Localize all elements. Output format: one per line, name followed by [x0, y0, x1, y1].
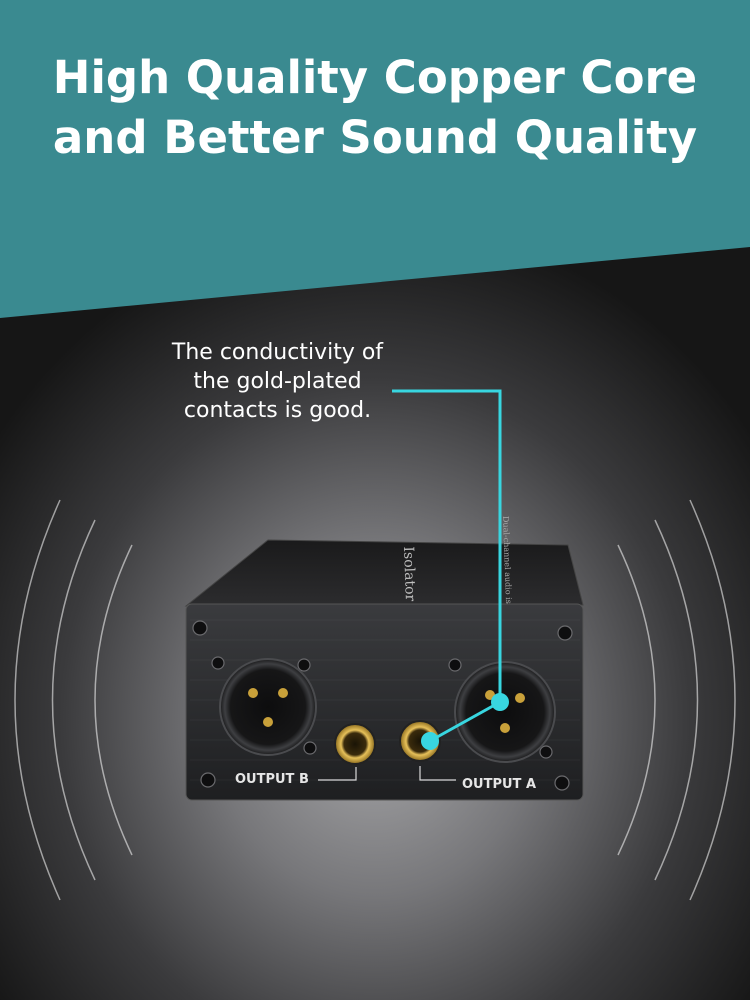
xlr-connector-right: [454, 661, 556, 763]
callout-line-1: The conductivity of: [171, 340, 384, 365]
gold-jack-left: [334, 723, 376, 765]
gold-jack-right: [399, 720, 441, 762]
headline-line-1: High Quality Copper Core: [52, 51, 698, 104]
callout-text: The conductivity of the gold-plated cont…: [140, 338, 415, 425]
callout-line-3: contacts is good.: [183, 398, 372, 423]
device-top-label: Isolator: [400, 546, 418, 602]
xlr-connector-left: [219, 658, 317, 756]
device-top-face: [184, 539, 584, 607]
output-a-label: OUTPUT A: [462, 777, 536, 792]
output-b-label: OUTPUT B: [235, 772, 309, 787]
headline: High Quality Copper Core and Better Soun…: [0, 48, 750, 168]
screws: [192, 620, 573, 791]
callout-line-2: the gold-plated: [193, 369, 362, 394]
device-side-label: Dual-channel audio isolator: [501, 516, 514, 628]
headline-line-2: and Better Sound Quality: [52, 111, 698, 164]
callout-pointer: [392, 389, 509, 750]
teal-banner: [0, 0, 750, 318]
